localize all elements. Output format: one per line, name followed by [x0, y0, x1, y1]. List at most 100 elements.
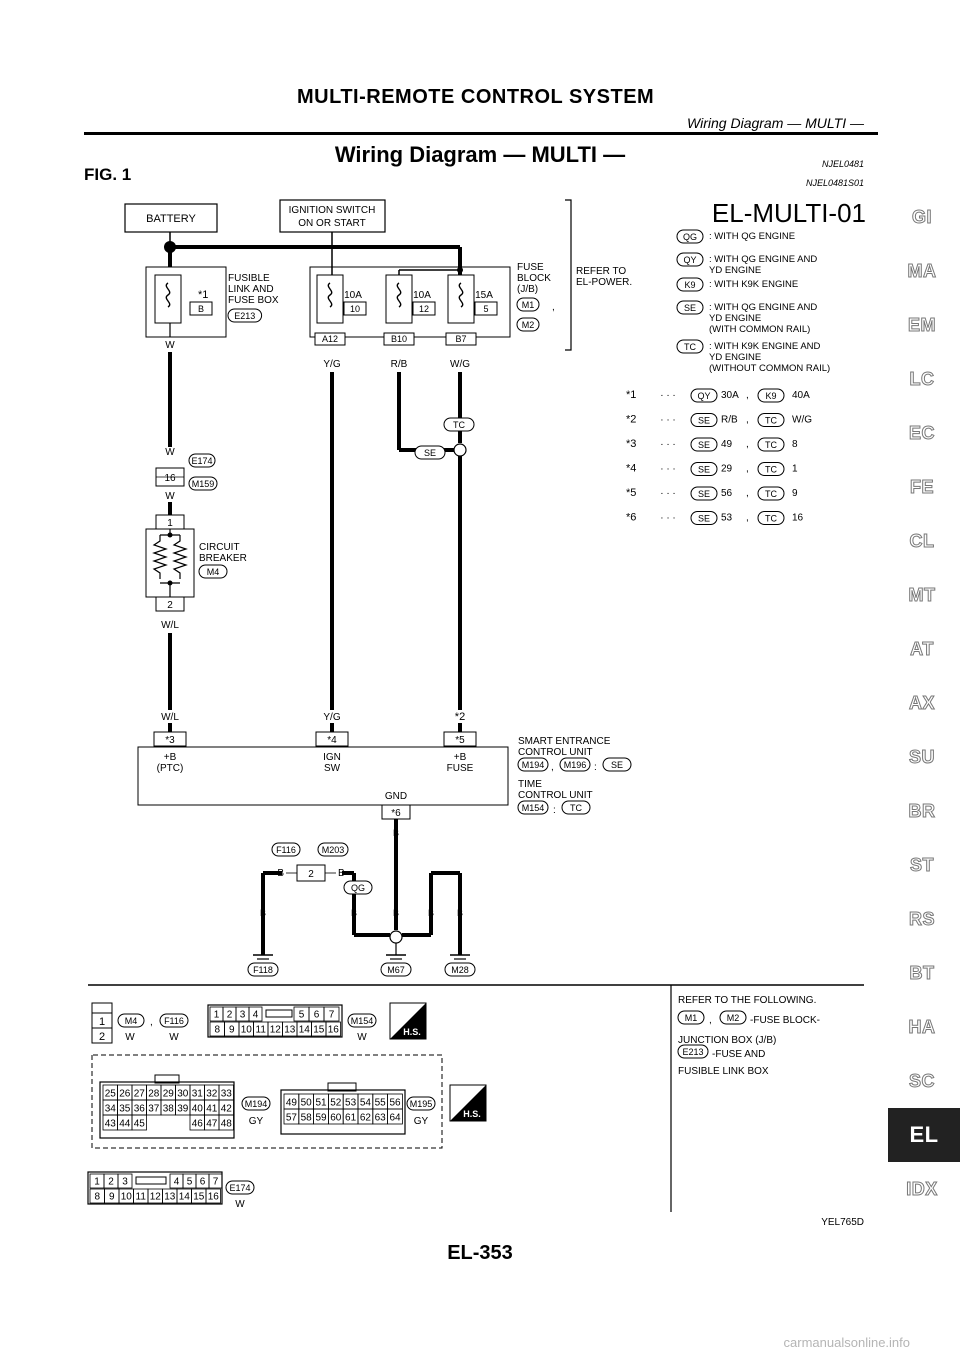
breaker-code [198, 564, 228, 579]
connector-c5-pin: 16 [208, 1192, 220, 1203]
star-code [757, 413, 785, 427]
separator: , [552, 302, 555, 313]
section-tab-ec[interactable]: EC [908, 422, 935, 443]
connector-pin: 1 [99, 1016, 105, 1028]
ground-code: F118 [253, 965, 273, 975]
hs-icon-label: H.S. [463, 1109, 481, 1119]
control-unit-pin-label: *5 [455, 735, 465, 746]
connector-c4-pin: 51 [315, 1098, 327, 1109]
legend-text: : WITH K9K ENGINE AND [709, 341, 821, 352]
connector-c5-cell [208, 1173, 223, 1189]
connector-code [347, 1013, 377, 1028]
section-tab-ma[interactable]: MA [907, 260, 937, 281]
ground-code [444, 962, 476, 977]
ignition-label: ON OR START [298, 218, 365, 229]
connector-c4-pin: 49 [286, 1098, 298, 1109]
connector-c4-pin: 59 [315, 1113, 327, 1124]
connector-c3-pin: 37 [148, 1104, 160, 1115]
fuse-symbol [165, 282, 171, 308]
fuse-symbol [396, 282, 402, 308]
fuse-block-label: BLOCK [517, 273, 551, 284]
star-code [690, 388, 718, 403]
connector-c2-pin: 5 [299, 1010, 305, 1021]
control-unit-pin [153, 731, 187, 747]
fuse-connector-tag [314, 332, 346, 346]
refer-code: M2 [727, 1013, 740, 1023]
connector-color: W [357, 1032, 367, 1043]
legend-text: YD ENGINE [709, 352, 761, 363]
section-tab-fe[interactable]: FE [909, 476, 934, 497]
diagram-id: EL-MULTI-01 [712, 198, 866, 228]
fuse-value: B [198, 304, 204, 314]
section-tab-st[interactable]: ST [909, 854, 934, 875]
section-tab-sc[interactable]: SC [908, 1070, 935, 1091]
fusible-link-code [227, 308, 263, 323]
section-tab-idx[interactable]: IDX [906, 1178, 938, 1199]
connector-c2-pin: 15 [313, 1025, 325, 1036]
legend-code: SE [684, 303, 696, 313]
connector-code: M4 [125, 1016, 138, 1026]
junction-dot [167, 532, 173, 538]
star-value: 30A [721, 390, 739, 401]
section-tab-el[interactable]: EL [888, 1108, 960, 1162]
fuse-connector-tag [383, 332, 415, 346]
connector-c4-pin: 63 [375, 1113, 387, 1124]
section-tab-gi[interactable]: GI [911, 206, 932, 227]
connector-c2-cell [325, 1021, 341, 1037]
wire-color: Y/G [323, 359, 340, 370]
legend-code [676, 277, 704, 292]
connector-code [406, 1096, 436, 1111]
control-unit-code [561, 800, 591, 815]
fuse-block-code: M2 [522, 320, 535, 330]
connector-c4-pin: 61 [345, 1113, 357, 1124]
dots: · · · [660, 439, 676, 450]
connector-c3-pin: 25 [105, 1089, 117, 1100]
wire-color: B [428, 908, 434, 918]
section-tab-sidebar: GI MA EM LC EC FE CL MT AT AX SU BR ST RS BT HA SC EL IDX [884, 190, 960, 1216]
section-tab-at[interactable]: AT [910, 638, 934, 659]
wire-color: B [393, 908, 399, 918]
legend-code: QG [683, 232, 697, 242]
control-unit-code [602, 757, 632, 772]
section-tab-lc[interactable]: LC [909, 368, 935, 389]
ground-code [247, 962, 279, 977]
section-tab-su[interactable]: SU [908, 746, 935, 767]
control-unit-name: CONTROL UNIT [518, 747, 593, 758]
connector-code [225, 1180, 255, 1195]
fusible-link-box [145, 266, 227, 338]
connector-c2-pin: 12 [270, 1025, 282, 1036]
connector-c3-pin: 42 [221, 1104, 233, 1115]
wire-color: W/L [161, 620, 179, 631]
fuse-amp: 10A [344, 290, 362, 301]
control-unit-code: M196 [564, 760, 587, 770]
connector-c4-pin: 60 [330, 1113, 342, 1124]
ground-code: M28 [451, 965, 469, 975]
star-value: 1 [792, 464, 798, 475]
page-number: EL-353 [447, 1242, 513, 1264]
star-code [757, 486, 785, 501]
control-unit-code [559, 757, 591, 772]
section-tab-cl[interactable]: CL [909, 530, 935, 551]
connector-color: GY [249, 1116, 264, 1127]
breaker-label: CIRCUIT [199, 542, 240, 553]
legend-text: (WITHOUT COMMON RAIL) [709, 363, 830, 374]
section-tab-rs[interactable]: RS [908, 908, 935, 929]
section-tab-bt[interactable]: BT [909, 962, 935, 983]
connector-c2-cell [323, 1006, 340, 1022]
section-tab-em[interactable]: EM [908, 314, 937, 335]
connector-c4-box [280, 1089, 406, 1135]
connector-c5-key [135, 1176, 167, 1185]
refer-power-label: EL-POWER. [576, 277, 632, 288]
section-tab-ha[interactable]: HA [908, 1016, 936, 1037]
connector-code: E174 [191, 456, 212, 466]
section-tab-br[interactable]: BR [908, 800, 936, 821]
section-tab-mt[interactable]: MT [908, 584, 936, 605]
control-unit-code: TC [570, 803, 582, 813]
connector-c4-cell [387, 1108, 403, 1125]
connector-c3-pin: 34 [105, 1104, 117, 1115]
connector-c5-pin: 5 [187, 1177, 193, 1188]
connector-c5-pin: 8 [94, 1192, 100, 1203]
header-subtitle: Wiring Diagram — MULTI — [687, 115, 864, 131]
section-tab-ax[interactable]: AX [908, 692, 935, 713]
connector-c4-pin: 55 [375, 1098, 387, 1109]
